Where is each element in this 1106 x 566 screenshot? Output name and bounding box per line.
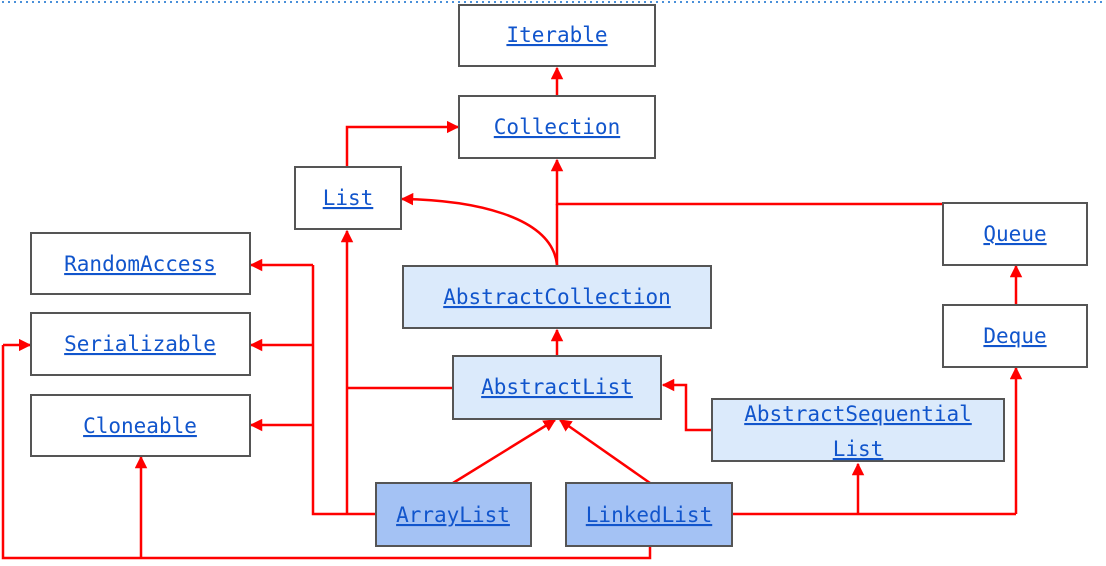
node-queue[interactable]: Queue [942,202,1088,266]
node-label-iterable[interactable]: Iterable [506,23,607,47]
edge-arraylist-trunk [311,265,376,516]
node-label-abstract-list[interactable]: AbstractList [481,375,633,399]
edge-list-collection [345,120,460,167]
node-label-cloneable[interactable]: Cloneable [83,414,197,438]
node-collection[interactable]: Collection [458,95,656,159]
node-abstract-list[interactable]: AbstractList [452,355,662,420]
node-abstract-sequential-list[interactable]: AbstractSequential List [711,398,1005,462]
edge-abstractsequentiallist-abstractlist [661,378,712,432]
node-label-serializable[interactable]: Serializable [64,332,216,356]
edge-linkedlist-bottom-loop [1,345,652,560]
edge-linkedlist-abstractlist [558,418,651,485]
node-deque[interactable]: Deque [942,304,1088,368]
node-serializable[interactable]: Serializable [30,312,251,376]
node-label-random-access[interactable]: RandomAccess [64,252,216,276]
node-array-list[interactable]: ArrayList [375,482,532,547]
node-label-linked-list[interactable]: LinkedList [586,503,712,527]
node-cloneable[interactable]: Cloneable [30,394,251,457]
node-label-queue[interactable]: Queue [983,222,1046,246]
node-iterable[interactable]: Iterable [458,4,656,67]
node-abstract-collection[interactable]: AbstractCollection [402,265,712,329]
node-label-list[interactable]: List [323,186,374,210]
edge-abstractcollection-list [400,192,559,266]
node-list[interactable]: List [294,166,402,230]
edges [1,66,1023,560]
edge-arraylist-abstractlist [452,418,557,485]
node-label-abstract-sequential-list-line1[interactable]: AbstractSequential [744,402,972,426]
node-linked-list[interactable]: LinkedList [565,482,733,547]
node-label-abstract-sequential-list-line2[interactable]: List [833,437,884,461]
node-label-array-list[interactable]: ArrayList [396,503,510,527]
node-label-collection[interactable]: Collection [494,115,620,139]
edge-queue-collection [550,158,943,206]
node-label-abstract-collection[interactable]: AbstractCollection [443,285,671,309]
node-label-deque[interactable]: Deque [983,324,1046,348]
node-random-access[interactable]: RandomAccess [30,232,251,295]
